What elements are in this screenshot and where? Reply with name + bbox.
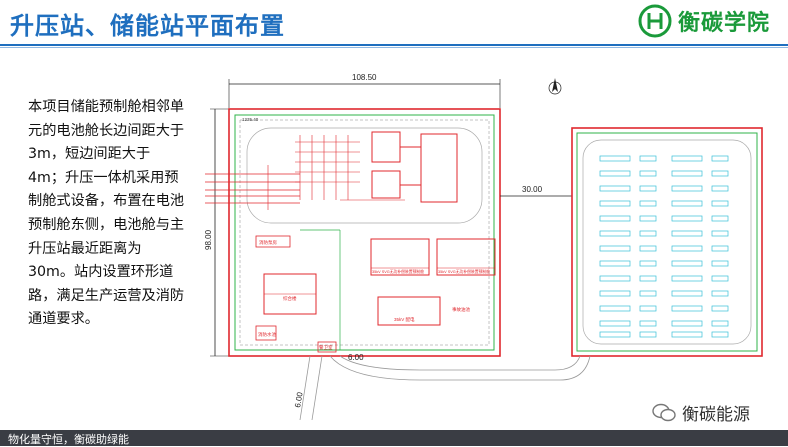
dim-road-h: 6.00 [348,353,364,362]
project-description: 本项目储能预制舱相邻单元的电池舱长边间距大于3m，短边间距大于4m；升压一体机采… [28,99,185,328]
footer-slogan: 物化量守恒，衡碳助绿能 [8,433,129,446]
room-label: 事故油池 [452,306,470,313]
svg-compensation-rooms: 35kV SVG无功补偿装置预制舱 35kV SVG无功补偿装置预制舱 [370,238,496,276]
dim-road-v: 6.00 [293,391,305,408]
room-label: 消防水池 [258,331,276,338]
room-label: 警卫室 [319,344,333,351]
brand-logo: 衡碳学院 [638,4,770,38]
dim-gap-label: 30.00 [522,185,543,194]
header-divider [0,44,788,46]
page-title: 升压站、储能站平面布置 [10,12,285,40]
watermark-text: 衡碳能源 [682,405,750,425]
logo-icon [638,4,672,38]
dimension-left: 98.00 [204,108,230,357]
dimension-gap: 30.00 [500,185,572,197]
storage-station-boundary [571,127,763,357]
lower-left-buildings: 消防泵房 综合楼 消防水池 警卫室 [255,229,341,353]
dim-top-label: 108.50 [352,73,377,82]
distribution-room: 35kV 配电 事故油池 [377,296,470,326]
room-label: 35kV SVG无功补偿装置预制舱 [372,269,424,274]
wechat-watermark: 衡碳能源 [652,400,750,425]
dim-left-label: 98.00 [204,229,213,250]
access-roads: 6.00 6.00 [293,353,591,421]
room-label: 35kV SVG无功补偿装置预制舱 [438,269,490,274]
footer-bar [0,430,788,446]
room-label: 消防泵房 [259,239,277,246]
logo-text: 衡碳学院 [678,10,771,36]
room-label: 综合楼 [283,295,297,302]
incoming-lines [205,173,300,204]
room-label: 35kV 配电 [394,316,415,323]
north-arrow-icon [548,78,562,95]
battery-containers [599,155,729,338]
switchyard [267,135,405,210]
wechat-icon [652,403,676,421]
dimension-top: 108.50 [228,73,501,108]
booster-station-boundary: 1235.40 [228,108,501,357]
elevation-label: 1235.40 [242,117,259,122]
main-transformers [371,131,458,203]
header-divider-thin [0,47,788,48]
